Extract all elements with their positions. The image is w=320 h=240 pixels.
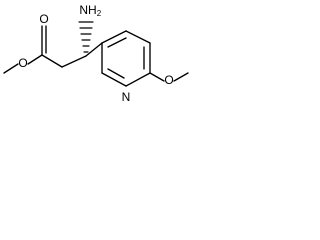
amine-subscript-label: 2	[97, 9, 102, 18]
bond-methyl-to-ester-oxygen	[3, 63, 19, 74]
ether-oxygen-label: O	[164, 73, 173, 87]
bond-ring-to-ether-oxygen	[149, 72, 165, 82]
pyridine-inner-bond-3	[107, 68, 125, 79]
pyridine-bond-c4-c5	[125, 30, 151, 44]
pyridine-bond-c3-c4	[101, 30, 127, 44]
amine-label: NH 2	[79, 3, 101, 18]
bond-carbonyl-carbon-to-alpha-carbon	[41, 54, 63, 68]
molecule-canvas: O O NH 2 N O	[3, 3, 189, 105]
structure-diagram: O O NH 2 N O	[3, 3, 189, 104]
pyridine-bond-n1-c2	[101, 72, 127, 87]
pyridine-nitrogen-label: N	[122, 90, 131, 104]
bond-ester-oxygen-to-carbonyl-carbon	[27, 54, 43, 65]
pyridine-bond-c6-n1	[125, 72, 151, 87]
carbonyl-oxygen-label: O	[39, 12, 48, 26]
ester-oxygen-label: O	[18, 56, 27, 70]
bond-ether-oxygen-to-methyl	[173, 72, 189, 82]
pyridine-inner-bond-1	[107, 37, 127, 48]
amine-main-label: NH	[79, 3, 96, 17]
bond-alpha-carbon-to-stereocenter	[61, 55, 87, 68]
bond-stereocenter-to-pyridine	[85, 42, 103, 57]
